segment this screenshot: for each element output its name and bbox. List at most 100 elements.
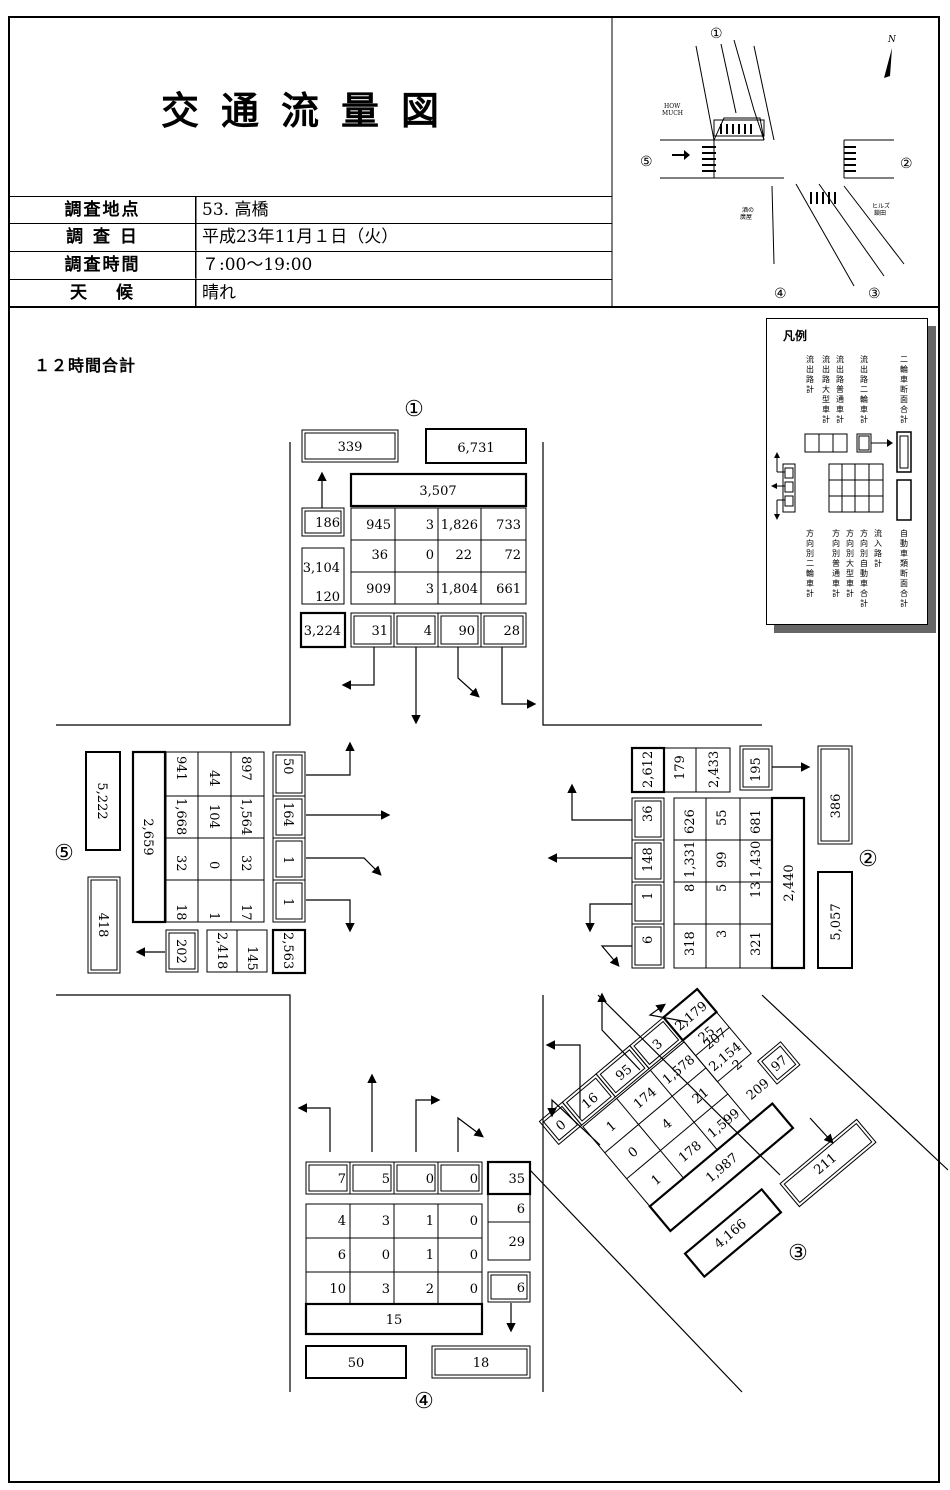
- a2-out-two: 195: [749, 757, 764, 782]
- a4-cell: 3: [382, 1214, 390, 1229]
- legend-figure: [771, 431, 912, 521]
- a1-cell: 661: [496, 582, 521, 597]
- a2-cell: 13: [749, 881, 764, 898]
- info-row-date: 調 査 日 平成23年11月１日（火）: [10, 223, 612, 250]
- a3-cross-auto: 4,166: [712, 1217, 750, 1252]
- a5-cross-auto: 5,222: [94, 782, 109, 819]
- a1-cross-auto: 6,731: [457, 441, 494, 456]
- map-arm-3-label: ③: [868, 286, 881, 302]
- a4-cell: 1: [426, 1214, 434, 1229]
- a2-out-large: 179: [673, 755, 688, 780]
- a1-cell: 22: [455, 548, 472, 563]
- a2-cell: 626: [683, 809, 698, 834]
- a5-out-large: 145: [244, 946, 259, 971]
- map-arm-4-label: ④: [774, 286, 787, 302]
- a5-out-sum: 2,563: [280, 932, 295, 969]
- a1-cell: 945: [366, 518, 391, 533]
- a3-cell: 174: [631, 1085, 660, 1112]
- a1-cell: 36: [371, 548, 388, 563]
- north-label: N: [887, 35, 897, 45]
- map-arm-5-label: ⑤: [640, 154, 653, 170]
- legend-bottom-label: 方向別二輪車計: [806, 529, 814, 598]
- a4-out-total: 35: [508, 1172, 525, 1187]
- a2-two-wheel: 36: [641, 805, 656, 822]
- legend-bottom-label: 流入路計: [874, 529, 882, 568]
- a1-two-wheel: 31: [371, 624, 388, 639]
- a5-two-wheel: 1: [280, 856, 295, 864]
- a1-cell: 1,826: [441, 518, 478, 533]
- a3-cell: 4: [659, 1116, 675, 1133]
- a4-cell: 1: [426, 1248, 434, 1263]
- a4-cross-two: 18: [473, 1356, 490, 1371]
- a1-two-wheel: 28: [503, 624, 520, 639]
- a4-cell: 6: [338, 1248, 346, 1263]
- arrows-approach-5: [135, 741, 391, 957]
- legend-top-label: 二輪車断面合計: [900, 355, 908, 424]
- a4-cell: 4: [338, 1214, 346, 1229]
- value-date: 平成23年11月１日（火）: [202, 227, 399, 247]
- page-title: 交通流量図: [160, 89, 461, 133]
- a1-cross-two: 339: [338, 440, 363, 455]
- approach-1-label: ①: [404, 397, 424, 422]
- a3-cell: 0: [626, 1144, 642, 1161]
- a1-cell: 0: [426, 548, 434, 563]
- a1-cell: 1,804: [441, 582, 478, 597]
- legend-top-label: 流出路二輪車計: [860, 355, 868, 424]
- a5-two-wheel: 164: [280, 802, 295, 827]
- legend-bottom-label: 方向別自動車合計: [860, 529, 868, 608]
- a2-two-wheel: 1: [641, 892, 656, 900]
- a4-two-wheel: 7: [338, 1172, 346, 1187]
- a5-two-wheel: 1: [280, 898, 295, 906]
- a2-cell: 3: [715, 930, 730, 938]
- a5-inflow: 2,659: [140, 818, 155, 855]
- approach-1-group: 339 6,731 3,507 186 3,104 120 3,224 945 …: [299, 428, 528, 649]
- a2-cross-two: 386: [829, 794, 844, 819]
- a4-cell: 3: [382, 1282, 390, 1297]
- a2-cell: 55: [715, 809, 730, 826]
- a3-cross-two: 211: [811, 1151, 840, 1178]
- a4-cell: 0: [470, 1214, 478, 1229]
- a4-cell: 2: [426, 1282, 434, 1297]
- road-edges: [56, 442, 949, 1393]
- arrows-approach-2: [547, 762, 811, 967]
- a4-out-normal: 29: [508, 1235, 525, 1250]
- a5-out-two: 202: [173, 939, 188, 964]
- approach-3-cross: 4,166 211: [683, 1118, 877, 1279]
- a1-cell: 909: [366, 582, 391, 597]
- a2-cross-auto: 5,057: [829, 903, 844, 940]
- a4-out-large: 6: [517, 1202, 525, 1217]
- page-frame: [8, 16, 940, 1483]
- a4-cell: 0: [470, 1282, 478, 1297]
- legend-bottom-label: 自動車類断面合計: [900, 529, 908, 608]
- a5-cross-two: 418: [95, 913, 110, 938]
- a5-cell: 32: [173, 855, 188, 872]
- approach-2-label: ②: [858, 847, 878, 872]
- a1-out-total: 3,104: [303, 561, 340, 576]
- a3-cell: 1: [649, 1172, 665, 1189]
- a3-cell: 1,599: [705, 1106, 743, 1141]
- value-weather: 晴れ: [202, 283, 236, 303]
- a2-cell: 5: [715, 884, 730, 892]
- a5-cell: 0: [206, 861, 221, 869]
- a3-cell: 209: [744, 1076, 773, 1103]
- label-weather: 天 候: [10, 280, 196, 306]
- approach-5-group: 5,222 418 2,659 941 44 897 1,668 104 1,5…: [85, 750, 307, 975]
- a3-two-wheel: 0: [553, 1117, 569, 1134]
- a5-out-total: 2,418: [214, 932, 229, 969]
- a2-cell: 681: [749, 809, 764, 834]
- a1-cell: 3: [426, 582, 434, 597]
- legend-top-label: 流出路大型車計: [822, 355, 830, 424]
- a5-cell: 897: [238, 756, 253, 781]
- a4-cell: 0: [382, 1248, 390, 1263]
- arrows-approach-1: [317, 471, 537, 725]
- a1-cell: 72: [504, 548, 521, 563]
- a1-cell: 3: [426, 518, 434, 533]
- info-row-weather: 天 候 晴れ: [10, 279, 612, 306]
- legend-top-label: 流出路計: [806, 355, 814, 394]
- a2-cell: 99: [715, 851, 730, 868]
- value-location: 53. 高橋: [202, 200, 269, 220]
- map-hills: ヒルズ鎖田: [872, 202, 890, 217]
- approach-3-group: 0 16 95 3 2,179 25 2,154 97 1 174 1,578 …: [538, 987, 801, 1233]
- label-location: 調査地点: [10, 197, 196, 223]
